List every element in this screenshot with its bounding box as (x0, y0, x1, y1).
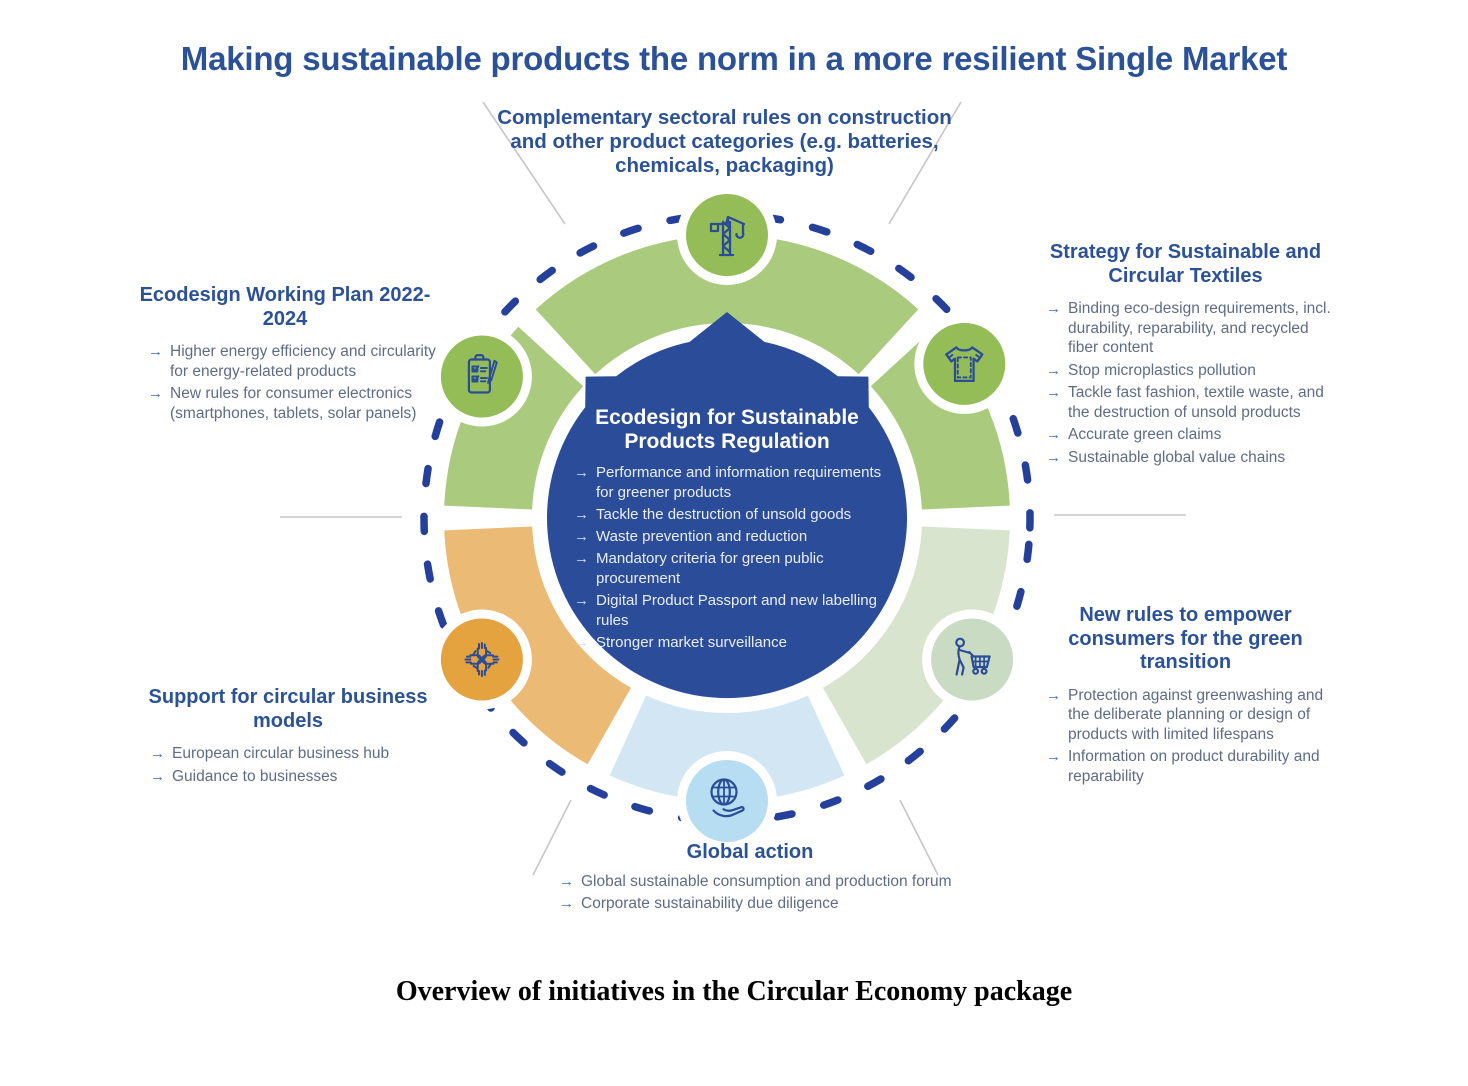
bullet-text: Accurate green claims (1068, 426, 1222, 443)
dashed-border-circle (420, 211, 1034, 825)
arrow-bullet-icon: → (1046, 426, 1061, 443)
bullet-text: Protection against greenwashing and the … (1068, 686, 1324, 743)
section-title: Support for circular business models (148, 686, 428, 732)
bullet-text: Digital Product Passport and new labelli… (596, 592, 877, 629)
arrow-bullet-icon: → (574, 528, 589, 545)
bullet-text: Sustainable global value chains (1068, 448, 1286, 466)
bullet-item: → Protection against greenwashing and th… (1046, 686, 1333, 745)
section-title: Ecodesign Working Plan 2022-2024 (139, 284, 431, 330)
section-consumers: New rules to empower consumers for the g… (1038, 604, 1333, 789)
bullet-text: Mandatory criteria for green public proc… (596, 550, 824, 587)
hands-community-icon (464, 642, 500, 677)
bullet-item: → New rules for consumer electronics (sm… (148, 384, 450, 423)
consumer-cart-icon (955, 637, 991, 676)
center-badge-content: Ecodesign for Sustainable Products Regul… (558, 406, 896, 655)
bullet-text: Stronger market surveillance (596, 634, 787, 651)
bullet-item: → Stronger market surveillance (574, 633, 896, 653)
icon-discs (431, 185, 1023, 851)
bullet-item: → Digital Product Passport and new label… (574, 591, 896, 631)
arrow-bullet-icon: → (148, 385, 163, 402)
bullet-item: → Information on product durability and … (1046, 747, 1333, 786)
arrow-bullet-icon: → (1046, 300, 1061, 317)
arrow-bullet-icon: → (150, 767, 165, 785)
arrow-bullet-icon: → (148, 343, 163, 360)
arrow-bullet-icon: → (574, 464, 589, 481)
arrow-bullet-icon: → (150, 745, 165, 762)
checklist-icon (467, 354, 498, 394)
bullet-item: → Guidance to businesses (150, 767, 458, 787)
section-global-action: Global action → Global sustainable consu… (545, 841, 955, 917)
bullet-text: Tackle fast fashion, textile waste, and … (1068, 384, 1324, 421)
section-ecodesign-plan: Ecodesign Working Plan 2022-2024 → Highe… (120, 284, 450, 426)
bullet-text: Stop microplastics pollution (1068, 361, 1256, 379)
bullet-text: Information on product durability and re… (1068, 748, 1320, 785)
section-title: Strategy for Sustainable and Circular Te… (1049, 241, 1322, 287)
guide-line-bottom-left (532, 799, 572, 876)
bullet-text: New rules for consumer electronics (smar… (170, 385, 417, 422)
bullet-item: → Sustainable global value chains (1046, 448, 1333, 468)
arrow-bullet-icon: → (559, 895, 574, 912)
textiles-disc (923, 322, 1006, 405)
bullet-list: → Global sustainable consumption and pro… (545, 872, 955, 914)
bullet-text: Waste prevention and reduction (596, 528, 808, 545)
guide-lines (280, 101, 1186, 876)
ecodesign-disc (440, 335, 523, 418)
bullet-text: Performance and information requirements… (596, 464, 882, 501)
bullet-list: → Protection against greenwashing and th… (1038, 686, 1333, 787)
section-sectoral-rules-title: Complementary sectoral rules on construc… (497, 106, 952, 177)
bullet-text: Corporate sustainability due diligence (581, 895, 839, 912)
bullet-text: Higher energy efficiency and circularity… (170, 343, 436, 380)
bullet-text: Guidance to businesses (172, 767, 338, 785)
bullet-item: → Corporate sustainability due diligence (559, 894, 955, 914)
bullet-item: → Tackle fast fashion, textile waste, an… (1046, 383, 1333, 422)
section-title: Global action (686, 841, 814, 863)
arrow-bullet-icon: → (574, 550, 589, 567)
bullet-text: Binding eco-design requirements, incl. d… (1068, 300, 1331, 356)
bullet-list: → Higher energy efficiency and circulari… (120, 342, 450, 423)
guide-line-top-right (888, 101, 962, 225)
bullet-list: → Binding eco-design requirements, incl.… (1038, 299, 1333, 467)
bullet-list: → Performance and information requiremen… (558, 463, 896, 653)
figure-caption: Overview of initiatives in the Circular … (395, 976, 1073, 1007)
arrow-bullet-icon: → (1046, 361, 1061, 379)
center-title: Ecodesign for Sustainable Products Regul… (595, 406, 859, 453)
arrow-bullet-icon: → (574, 506, 589, 523)
bullet-item: → Higher energy efficiency and circulari… (148, 342, 450, 381)
ring-segment-ecodesign-plan (444, 326, 584, 511)
bullet-item: → Tackle the destruction of unsold goods (574, 505, 896, 525)
center-badge (547, 312, 908, 699)
bullet-item: → Global sustainable consumption and pro… (559, 872, 955, 892)
construction-crane-icon (709, 215, 746, 257)
section-title: New rules to empower consumers for the g… (1068, 604, 1303, 673)
arrow-bullet-icon: → (559, 872, 574, 890)
bullet-item: → Waste prevention and reduction (574, 527, 896, 547)
bullet-item: → Mandatory criteria for green public pr… (574, 549, 896, 589)
bullet-item: → European circular business hub (150, 744, 458, 764)
construction-disc (686, 194, 768, 276)
page-title: Making sustainable products the norm in … (180, 40, 1288, 77)
guide-line-bottom-right (899, 799, 939, 876)
globe-hand-icon (710, 778, 745, 818)
guide-line-top-left (482, 101, 566, 225)
arrow-bullet-icon: → (574, 592, 589, 609)
section-business-models: Support for circular business models → E… (118, 686, 458, 789)
bullet-text: Global sustainable consumption and produ… (581, 872, 952, 890)
bullet-item: → Performance and information requiremen… (574, 463, 896, 503)
bullet-list: → European circular business hub → Guida… (118, 744, 458, 786)
bullet-item: → Binding eco-design requirements, incl.… (1046, 299, 1333, 358)
bullet-text: European circular business hub (172, 745, 390, 762)
arrow-bullet-icon: → (1046, 748, 1061, 765)
bullet-item: → Accurate green claims (1046, 425, 1333, 445)
arrow-bullet-icon: → (1046, 448, 1061, 466)
section-textiles: Strategy for Sustainable and Circular Te… (1038, 241, 1333, 470)
arrow-bullet-icon: → (1046, 384, 1061, 401)
bullet-item: → Stop microplastics pollution (1046, 361, 1333, 381)
bullet-text: Tackle the destruction of unsold goods (596, 506, 852, 523)
tshirt-icon (945, 346, 984, 383)
arrow-bullet-icon: → (1046, 686, 1061, 704)
arrow-bullet-icon: → (574, 634, 589, 651)
